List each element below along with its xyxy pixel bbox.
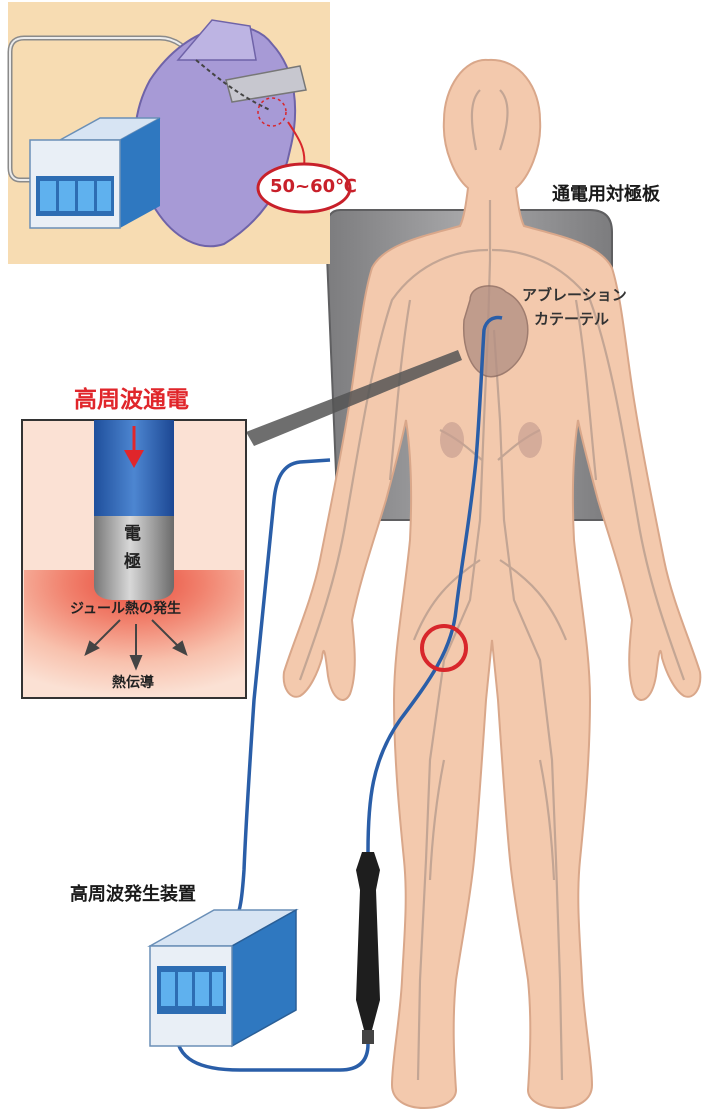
catheter-label-line2: カテーテル [534, 308, 609, 330]
electrode-label-line2: 極 [124, 550, 141, 574]
temperature-label: 50~60℃ [270, 176, 357, 197]
catheter-label-line1: アブレーション [522, 284, 627, 306]
generator-label: 高周波発生装置 [70, 880, 196, 906]
rf-generator-device [150, 910, 296, 1046]
heat-conduction-label: 熱伝導 [112, 672, 154, 692]
return-electrode-label: 通電用対極板 [552, 180, 660, 206]
rf-current-label: 高周波通電 [74, 380, 189, 414]
electrode-label-line1: 電 [124, 522, 141, 546]
plate-cable [236, 460, 330, 920]
heart-panel [8, 2, 350, 264]
joule-heat-label: ジュール熱の発生 [70, 598, 181, 618]
catheter-handle [356, 852, 380, 1044]
